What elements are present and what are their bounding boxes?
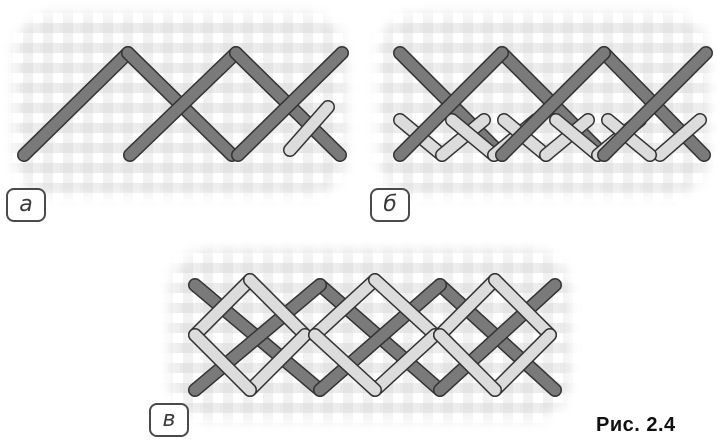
panel-label-v: в [149,403,189,437]
figure-caption: Рис. 2.4 [596,414,676,437]
panel-v [155,235,585,435]
panel-label-a: а [6,188,46,222]
panel-a [0,0,360,215]
panel-label-b: б [370,188,410,222]
panel-b [364,0,717,215]
